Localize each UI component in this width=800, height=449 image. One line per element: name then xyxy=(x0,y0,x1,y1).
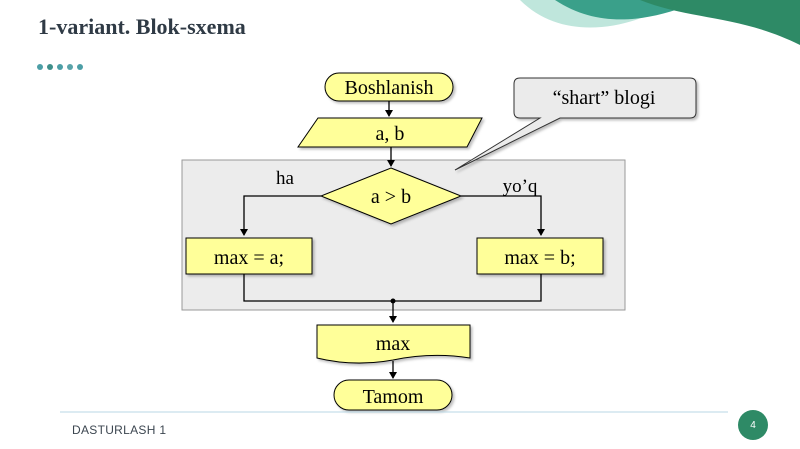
footer-course-label: DASTURLASH 1 xyxy=(72,423,167,437)
end-terminator xyxy=(333,379,453,411)
arrow-no-branch xyxy=(461,195,545,236)
input-parallelogram xyxy=(297,117,483,148)
callout-text: “shart” blogi xyxy=(553,87,656,109)
no-branch-label: yo’q xyxy=(503,176,538,197)
title-dots xyxy=(37,64,83,70)
condition-label: a > b xyxy=(371,186,411,208)
input-label: a, b xyxy=(376,123,405,145)
start-label: Boshlanish xyxy=(345,77,434,99)
slide-title: 1-variant. Blok-sxema xyxy=(38,14,246,39)
yes-action-label: max = a; xyxy=(214,247,284,269)
arrow-yes-branch xyxy=(240,195,321,236)
decor-dot xyxy=(77,64,83,70)
output-label: max xyxy=(376,333,410,355)
callout-bubble xyxy=(454,77,697,171)
end-label: Tamom xyxy=(363,386,424,408)
condition-diamond xyxy=(319,167,463,225)
no-action-box xyxy=(476,237,604,275)
yes-branch-label: ha xyxy=(276,168,295,189)
decor-dot xyxy=(47,64,53,70)
decor-dot xyxy=(67,64,73,70)
decor-dot xyxy=(37,64,43,70)
output-document xyxy=(316,324,471,364)
page-number-badge: 4 xyxy=(738,410,768,440)
decor-dot xyxy=(57,64,63,70)
no-action-label: max = b; xyxy=(504,247,575,269)
yes-action-box xyxy=(185,237,313,275)
